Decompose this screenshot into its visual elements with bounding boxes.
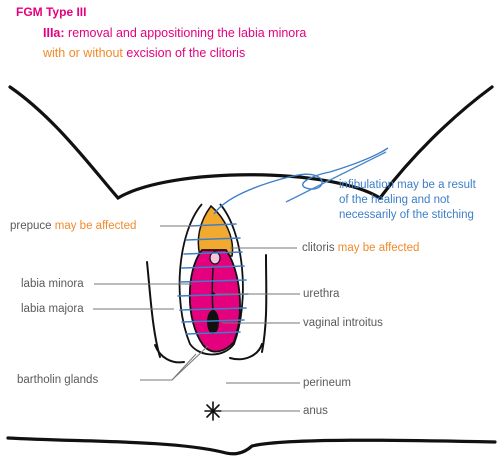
infibulation-note: infibulation may be a result of the heal… <box>339 178 476 223</box>
label-clitoris-note: may be affected <box>338 242 420 254</box>
infibulation-note-line-2: of the healing and not <box>339 193 476 208</box>
label-urethra: urethra <box>303 287 339 301</box>
label-clitoris-text: clitoris <box>302 242 335 254</box>
lower-body-contour <box>8 438 495 454</box>
anus-mark <box>205 402 221 420</box>
label-labia-majora: labia majora <box>21 302 84 316</box>
vaginal-introitus-shape <box>207 310 219 334</box>
label-prepuce-note: may be affected <box>55 220 137 232</box>
label-prepuce-text: prepuce <box>10 220 52 232</box>
label-clitoris: clitoris may be affected <box>302 241 419 255</box>
label-perineum: perineum <box>303 376 351 390</box>
label-labia-minora: labia minora <box>21 277 84 291</box>
infibulation-note-line-1: infibulation may be a result <box>339 178 476 193</box>
infibulation-note-line-3: necessarily of the stitching <box>339 208 476 223</box>
central-channel <box>212 268 213 312</box>
label-bartholin-glands: bartholin glands <box>17 373 98 387</box>
right-thigh-line <box>262 255 266 352</box>
left-buttock-curve <box>155 345 184 362</box>
labia-minora-shape <box>190 250 240 352</box>
right-buttock-curve <box>230 344 262 359</box>
label-vaginal-introitus: vaginal introitus <box>303 316 383 330</box>
label-prepuce: prepuce may be affected <box>10 219 136 233</box>
label-anus: anus <box>303 404 328 418</box>
